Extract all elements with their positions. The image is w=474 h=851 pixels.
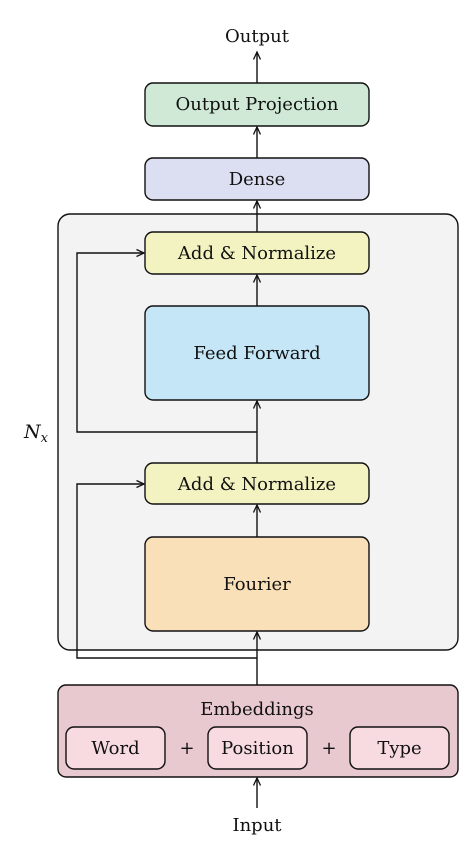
word-embedding-box	[65, 726, 166, 770]
dense-label: Dense	[229, 169, 286, 190]
repeat-label-subscript: x	[41, 431, 49, 446]
type-embedding-box	[349, 726, 450, 770]
repeat-label: Nx	[23, 421, 49, 446]
output-label: Output	[225, 26, 290, 47]
add-normalize-bottom-label: Add & Normalize	[177, 474, 336, 495]
position-embedding-label: Position	[221, 738, 294, 759]
input-label: Input	[232, 815, 282, 836]
feed-forward-label: Feed Forward	[193, 343, 320, 364]
residual-arrow-feed-forward	[76, 253, 257, 433]
embeddings-title: Embeddings	[200, 699, 314, 720]
residual-arrow-fourier	[76, 484, 257, 659]
output-projection-label: Output Projection	[176, 94, 339, 115]
repeat-label-main: N	[23, 421, 42, 443]
add-normalize-top-label: Add & Normalize	[177, 243, 336, 264]
type-embedding-label: Type	[377, 738, 421, 759]
position-embedding-box	[207, 726, 308, 770]
plus-sign-1: +	[179, 738, 194, 759]
fourier-label: Fourier	[223, 574, 291, 595]
connections	[76, 52, 257, 808]
word-embedding-label: Word	[91, 738, 139, 759]
plus-sign-2: +	[321, 738, 336, 759]
